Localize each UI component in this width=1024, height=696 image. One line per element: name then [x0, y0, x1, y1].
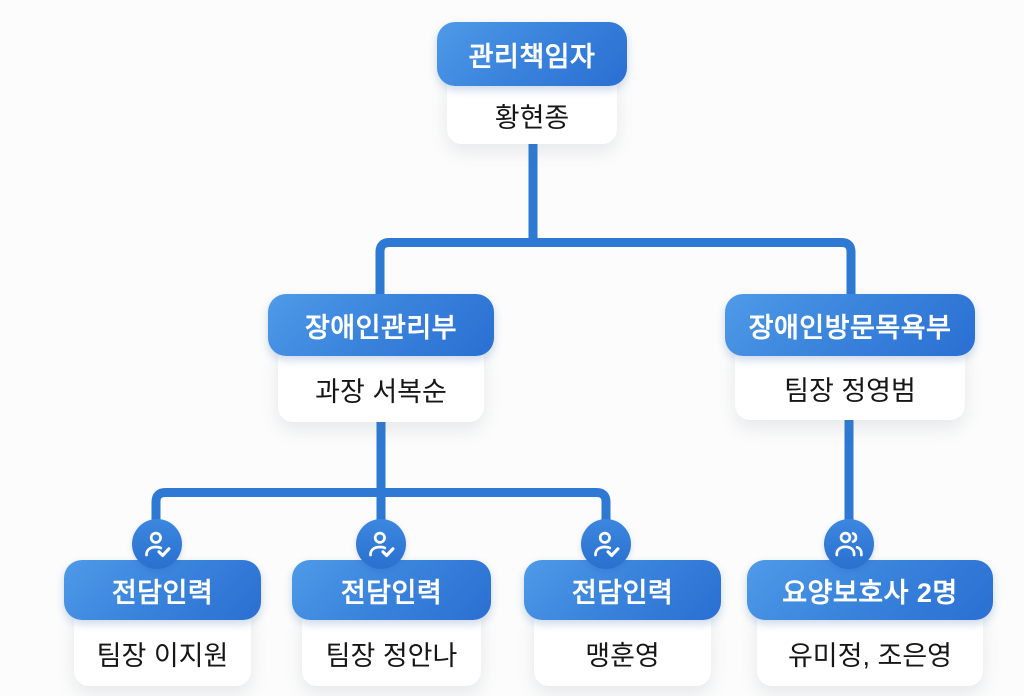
org-node-staff-1: 전담인력 팀장 이지원 — [64, 560, 261, 686]
org-node-root-title: 관리책임자 — [437, 22, 627, 86]
connector-level1-rail — [375, 238, 856, 294]
badge-staff-1 — [132, 519, 182, 569]
person-check-icon — [589, 527, 623, 561]
org-node-staff-3: 전담인력 맹훈영 — [524, 560, 721, 686]
org-node-title: 장애인관리부 — [268, 294, 494, 356]
org-node-staff-2: 전담인력 팀장 정안나 — [292, 560, 491, 686]
org-node-dept-bath: 장애인방문목욕부 팀장 정영범 — [725, 294, 975, 420]
org-node-title: 전담인력 — [524, 560, 721, 620]
org-node-title: 요양보호사 2명 — [747, 560, 993, 620]
org-node-caregivers: 요양보호사 2명 유미정, 조은영 — [747, 560, 993, 686]
badge-caregivers — [824, 519, 874, 569]
person-check-icon — [140, 527, 174, 561]
org-node-title: 장애인방문목욕부 — [725, 294, 975, 356]
person-check-icon — [364, 527, 398, 561]
badge-staff-2 — [356, 519, 406, 569]
org-node-title: 전담인력 — [292, 560, 491, 620]
org-node-title: 전담인력 — [64, 560, 261, 620]
org-node-root: 관리책임자 황현종 — [437, 22, 627, 144]
badge-staff-3 — [581, 519, 631, 569]
connector-level2-rail — [151, 488, 611, 534]
people-icon — [832, 527, 866, 561]
org-node-dept-management: 장애인관리부 과장 서복순 — [268, 294, 494, 422]
